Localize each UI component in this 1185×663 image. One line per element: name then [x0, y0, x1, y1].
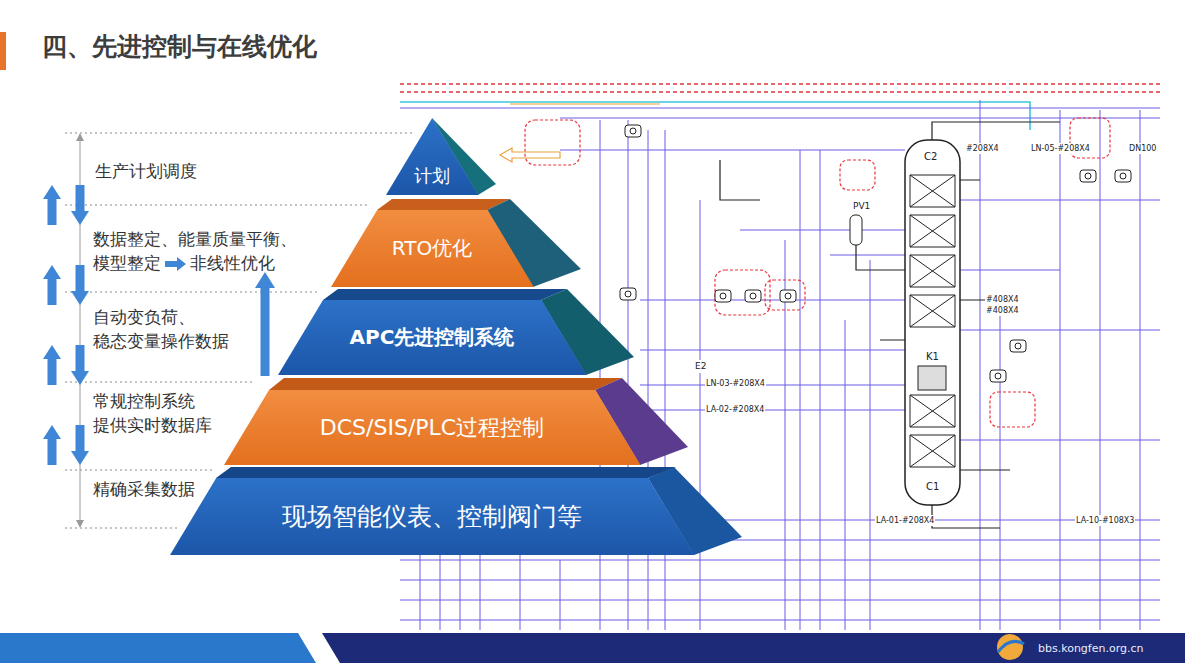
level-description: 自动变负荷、 稳态变量操作数据	[93, 306, 246, 354]
feedback-arrow	[255, 272, 275, 376]
column-internal	[918, 366, 946, 390]
pyramid-top-face	[269, 378, 622, 390]
pyramid-layer: APC先进控制系统	[278, 300, 586, 375]
layer-label: APC先进控制系统	[350, 325, 515, 350]
equipment-tag: K1	[925, 350, 940, 364]
layer-label: 现场智能仪表、控制阀门等	[282, 501, 582, 532]
pid-pumps	[620, 125, 1131, 382]
layer-front-face	[331, 210, 534, 287]
level-description: 常规控制系统 提供实时数据库	[93, 390, 222, 438]
layer-front-face	[386, 118, 478, 195]
scale-head	[76, 520, 84, 528]
equipment-tag: C2	[923, 150, 938, 164]
layer-front-face	[170, 478, 694, 555]
pid-outlet-arrow	[500, 148, 560, 162]
pyramid-layer: DCS/SIS/PLC过程控制	[224, 390, 640, 465]
equipment-tag: E2	[694, 360, 707, 373]
pyramid-top-face	[323, 289, 567, 300]
pyramid-layer: RTO优化	[331, 210, 534, 287]
pipe-tag: LA-02-#208X4	[705, 404, 765, 415]
layer-front-face	[224, 390, 640, 465]
distillation-column	[905, 140, 960, 505]
pipe-tag: #408X4	[985, 294, 1020, 305]
pipe-tag: LA-10-#108X3	[1075, 515, 1135, 526]
layer-label: DCS/SIS/PLC过程控制	[320, 414, 544, 442]
pyramid-layer: 现场智能仪表、控制阀门等	[170, 478, 694, 555]
pipe-tag: LN-03-#208X4	[705, 378, 766, 389]
level-description: 精确采集数据	[93, 478, 195, 502]
bottom-bar-dark	[322, 633, 1185, 663]
pid-cyan-line	[400, 102, 1030, 130]
watermark: bbs.kongfen.org.cn	[1038, 641, 1144, 656]
equipment-tag: PV1	[852, 200, 871, 213]
pyramid-layer: 计划	[386, 118, 478, 195]
level-description: 生产计划调度	[95, 160, 197, 184]
layer-label: 计划	[414, 165, 450, 188]
layer-front-face	[278, 300, 586, 375]
equipment-tag: C1	[925, 480, 940, 494]
pid-red-lines	[400, 84, 1160, 92]
pid-orange-line	[510, 103, 660, 104]
layer-label: RTO优化	[392, 236, 472, 261]
column-packing	[910, 175, 955, 467]
pyramid-top-face	[377, 199, 510, 210]
updown-arrows	[43, 185, 89, 465]
pipe-tag: LA-01-#208X4	[875, 515, 935, 526]
accent-stripe	[0, 32, 6, 70]
pyramid-top-face	[216, 467, 676, 478]
pipe-tag: LN-05-#208X4	[1030, 143, 1091, 154]
bottom-bar-light	[0, 633, 316, 663]
pipe-tag: DN100	[1128, 143, 1157, 154]
watermark-logo-swoosh	[998, 641, 1024, 652]
slide-title: 四、先进控制与在线优化	[42, 29, 317, 65]
scale-head	[76, 133, 84, 141]
pid-black-lines	[720, 122, 1060, 528]
inline-arrow	[165, 257, 186, 271]
pipe-tag: #408X4	[985, 305, 1020, 316]
pipe-tag: #208X4	[965, 143, 1000, 154]
level-description: 非线性优化	[190, 252, 275, 276]
watermark-logo	[997, 634, 1023, 660]
